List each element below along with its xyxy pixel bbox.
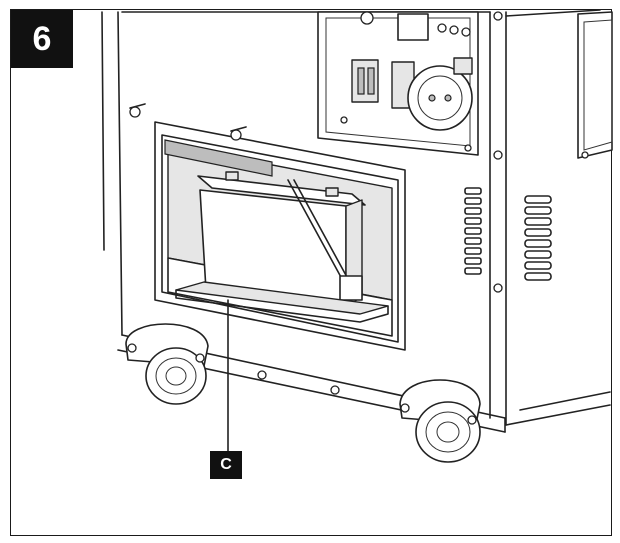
front-left-wheel xyxy=(125,323,209,405)
wing-bolt-icon xyxy=(129,106,141,118)
panel-outlet-icon xyxy=(351,59,379,103)
ventilation-grille xyxy=(464,187,552,281)
control-panel xyxy=(340,11,473,152)
chassis-screws xyxy=(257,11,589,395)
panel-knob-icon xyxy=(360,11,374,25)
battery xyxy=(197,171,366,309)
step-number-badge: 6 xyxy=(11,10,73,68)
front-right-wheel xyxy=(399,379,481,463)
panel-switch-icon xyxy=(397,13,429,41)
callout-label-c: C xyxy=(210,451,242,479)
wing-bolt-icon xyxy=(230,129,242,141)
battery-tray xyxy=(175,281,389,323)
power-socket-icon xyxy=(407,65,473,131)
